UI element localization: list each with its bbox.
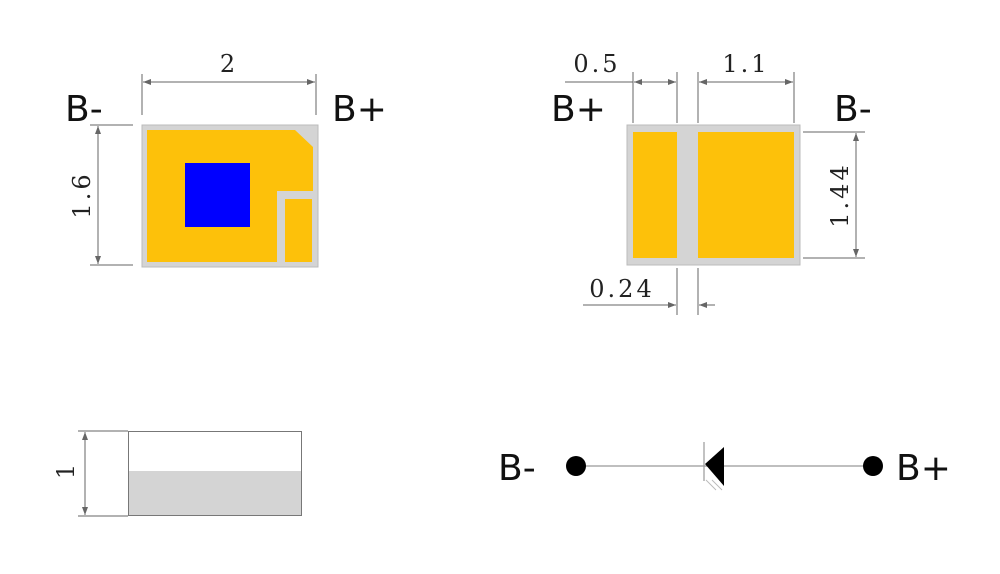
width-dimension: 2 bbox=[220, 50, 238, 78]
anode-pad bbox=[285, 199, 312, 262]
anode-label: B+ bbox=[896, 448, 951, 489]
height-dimension: 1.44 bbox=[826, 162, 854, 227]
top-view: 2 1.6 B- B+ bbox=[65, 50, 387, 268]
height-dimension: 1.6 bbox=[68, 171, 96, 218]
cathode-label: B- bbox=[65, 89, 103, 130]
height-dimension: 1 bbox=[52, 461, 80, 479]
anode-pad bbox=[633, 132, 677, 258]
package-base bbox=[128, 471, 302, 516]
anode-label: B+ bbox=[551, 89, 606, 130]
emission-arrow-icon bbox=[705, 479, 717, 491]
diode-triangle-icon bbox=[705, 447, 724, 486]
pad-right-dimension: 1.1 bbox=[722, 50, 769, 78]
cathode-label: B- bbox=[498, 448, 536, 489]
cathode-terminal bbox=[566, 456, 586, 476]
emission-arrow-icon bbox=[711, 479, 723, 491]
side-view: 1 bbox=[52, 430, 302, 517]
anode-label: B+ bbox=[332, 89, 387, 130]
package-outline bbox=[128, 431, 302, 516]
led-chip bbox=[185, 163, 250, 227]
bottom-view: 0.5 1.1 1.44 0.24 B+ B- bbox=[551, 50, 872, 315]
cathode-label: B- bbox=[834, 89, 872, 130]
diode-symbol: B- B+ bbox=[498, 442, 951, 491]
cathode-pad bbox=[698, 132, 794, 258]
pad-left-dimension: 0.5 bbox=[573, 50, 620, 78]
anode-terminal bbox=[863, 456, 883, 476]
gap-dimension: 0.24 bbox=[589, 275, 654, 303]
